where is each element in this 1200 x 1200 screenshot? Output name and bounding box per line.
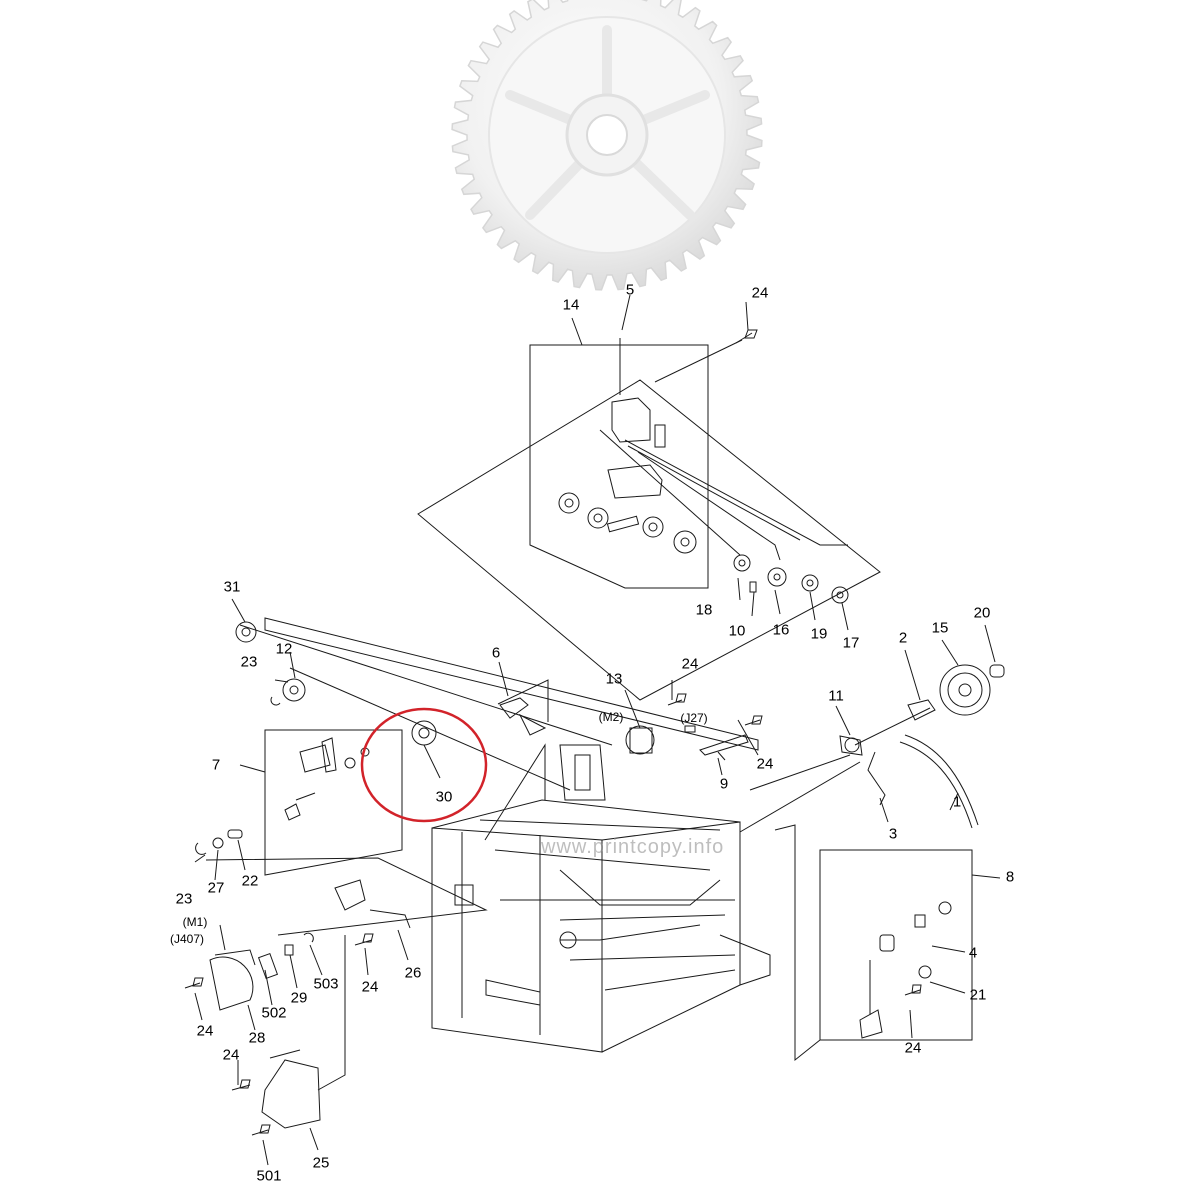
callout-6: 6 xyxy=(491,644,501,662)
callout-m1: (M1) xyxy=(182,915,208,929)
callout-7: 7 xyxy=(211,756,221,774)
callout-j407: (J407) xyxy=(169,932,205,946)
callout-12: 12 xyxy=(275,640,293,658)
callout-31: 31 xyxy=(223,578,241,596)
callout-501: 501 xyxy=(256,1167,282,1185)
callout-14: 14 xyxy=(562,296,580,314)
callout-2: 2 xyxy=(898,629,908,647)
callout-27: 27 xyxy=(207,879,225,897)
callout-18: 18 xyxy=(695,601,713,619)
callout-29: 29 xyxy=(290,989,308,1007)
callout-19: 19 xyxy=(810,625,828,643)
callout-17: 17 xyxy=(842,634,860,652)
callout-8: 8 xyxy=(1005,868,1015,886)
highlight-circle xyxy=(360,707,488,823)
callout-1: 1 xyxy=(952,793,962,811)
callout-20: 20 xyxy=(973,604,991,622)
callout-13: 13 xyxy=(605,670,623,688)
callout-10: 10 xyxy=(728,622,746,640)
callout-j27: (J27) xyxy=(680,711,708,725)
watermark: www.printcopy.info xyxy=(541,836,725,858)
callout-11: 11 xyxy=(828,687,844,705)
callout-23-upper: 23 xyxy=(240,653,258,671)
callout-5: 5 xyxy=(625,281,635,299)
callout-502: 502 xyxy=(261,1004,287,1022)
callout-30: 30 xyxy=(435,788,453,806)
callout-15: 15 xyxy=(931,619,949,637)
callout-4: 4 xyxy=(968,944,978,962)
callout-28: 28 xyxy=(248,1029,266,1047)
callout-24-bottom: 24 xyxy=(222,1046,240,1064)
callout-24-top: 24 xyxy=(751,284,769,302)
callout-21: 21 xyxy=(969,986,987,1004)
callout-16: 16 xyxy=(772,621,790,639)
callout-26: 26 xyxy=(404,964,422,982)
line-art xyxy=(184,294,1005,1166)
callout-503: 503 xyxy=(313,975,339,993)
callout-22: 22 xyxy=(241,872,259,890)
callout-3: 3 xyxy=(888,825,898,843)
callout-24-mid: 24 xyxy=(361,978,379,996)
callout-24-motor: 24 xyxy=(681,655,699,673)
callout-24-box8: 24 xyxy=(904,1039,922,1057)
callout-24-left: 24 xyxy=(196,1022,214,1040)
callout-9: 9 xyxy=(719,775,729,793)
callout-23-lower: 23 xyxy=(175,890,193,908)
callout-m2: (M2) xyxy=(598,710,624,724)
gear-photo xyxy=(451,0,763,291)
callout-24-right: 24 xyxy=(756,755,774,773)
callout-25: 25 xyxy=(312,1154,330,1172)
